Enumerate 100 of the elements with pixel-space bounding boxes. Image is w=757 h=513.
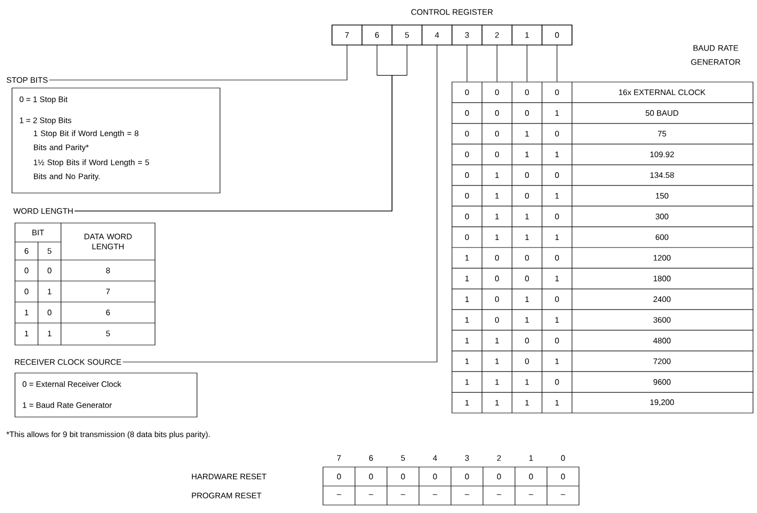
cell-value: 0 — [555, 338, 559, 344]
bit-cell: 4 — [422, 24, 452, 46]
cell-value: 1 — [525, 214, 529, 220]
connector-line — [556, 45, 558, 82]
cell-value: 1 — [555, 317, 559, 323]
cell-value: 1 — [495, 358, 499, 364]
cell-value: 150 — [656, 192, 668, 199]
cell-value: 1 — [525, 400, 529, 406]
column-header: 6 — [24, 248, 28, 254]
option-text: 0 = 1 Stop Bit — [20, 96, 68, 104]
connector-line — [496, 45, 498, 82]
bit-value: – — [496, 494, 502, 495]
option-text: 1 Stop Bit if Word Length = 8 Bits and Parity* — [34, 130, 138, 152]
cell-value: 600 — [656, 234, 668, 240]
cell-value: 1 — [465, 317, 469, 323]
bit-cell: 5 — [392, 24, 422, 46]
cell-value: 0 — [525, 110, 529, 116]
cell-value: 1 — [495, 172, 499, 178]
heading: STOP BITS — [6, 77, 48, 83]
cell-value: 1 — [465, 358, 469, 364]
cell-value: 1 — [555, 234, 559, 240]
cell-value: 0 — [465, 89, 469, 96]
option-text: 0 = External Receiver Clock — [22, 381, 122, 387]
cell-value: 1 — [465, 276, 469, 282]
column-header: BIT — [32, 230, 44, 236]
bit-cell: 1 — [512, 24, 542, 46]
bit-value: 0 — [433, 474, 437, 480]
bit-number: 2 — [497, 455, 501, 461]
bit-number: 5 — [401, 455, 405, 461]
cell-value: 109.92 — [650, 152, 674, 158]
cell-value: 16x EXTERNAL CLOCK — [619, 89, 706, 96]
cell-value: 1 — [48, 288, 52, 294]
cell-value: 0 — [465, 152, 469, 158]
bit-value: 0 — [465, 474, 469, 480]
cell-value: 0 — [465, 172, 469, 178]
bit-value: 0 — [561, 474, 565, 480]
bit-value: – — [528, 494, 534, 495]
cell-value: 0 — [495, 89, 499, 96]
bit-number: 0 — [561, 455, 565, 461]
cell-value: 8 — [106, 268, 110, 274]
cell-value: 1 — [495, 234, 499, 240]
cell-value: 0 — [465, 214, 469, 220]
cell-value: 1 — [465, 379, 469, 385]
bit-value: – — [336, 494, 342, 495]
bit-number: 4 — [432, 455, 437, 461]
cell-value: 0 — [495, 296, 499, 302]
option-text: 1 = 2 Stop Bits — [20, 117, 72, 125]
cell-value: 1 — [495, 338, 499, 344]
cell-value: 1 — [525, 296, 529, 302]
cell-value: 0 — [555, 296, 559, 302]
cell-value: 7 — [106, 288, 110, 294]
cell-value: 0 — [525, 172, 529, 178]
cell-value: 0 — [555, 254, 559, 261]
cell-value: 5 — [106, 330, 110, 336]
cell-value: 1 — [465, 296, 469, 302]
cell-value: 1 — [525, 317, 529, 323]
cell-value: 1 — [465, 400, 469, 406]
bit-number: 1 — [529, 455, 533, 461]
bit-value: 0 — [401, 474, 405, 480]
cell-value: 1 — [495, 400, 499, 406]
bit-value: – — [400, 494, 406, 495]
bit-value: – — [464, 494, 470, 495]
bit-value: – — [368, 494, 374, 495]
cell-value: 7200 — [654, 358, 671, 364]
heading: WORD LENGTH — [13, 208, 73, 214]
cell-value: 0 — [525, 192, 529, 199]
bit-cell: 0 — [542, 24, 572, 46]
cell-value: 0 — [495, 276, 499, 282]
column-header: 5 — [48, 248, 52, 254]
bit-number: 3 — [465, 455, 469, 461]
bit-cell: 3 — [452, 24, 482, 46]
cell-value: 0 — [555, 379, 559, 385]
cell-value: 0 — [24, 288, 28, 294]
cell-value: 0 — [24, 268, 28, 274]
row-label: HARDWARE RESET — [192, 474, 266, 480]
cell-value: 1 — [465, 338, 469, 344]
cell-value: 1 — [525, 234, 529, 240]
cell-value: 0 — [555, 89, 559, 96]
cell-value: 0 — [48, 310, 52, 316]
cell-value: 1 — [495, 214, 499, 220]
cell-value: 0 — [495, 152, 499, 158]
cell-value: 0 — [555, 130, 559, 137]
cell-value: 134.58 — [650, 172, 674, 178]
cell-value: 1200 — [654, 254, 671, 261]
bit-value: 0 — [369, 474, 373, 480]
cell-value: 1 — [555, 152, 559, 158]
bit-cell: 2 — [482, 24, 512, 46]
cell-value: 50 BAUD — [646, 110, 678, 116]
cell-value: 75 — [658, 130, 666, 136]
cell-value: 0 — [495, 254, 499, 261]
cell-value: 0 — [495, 110, 499, 116]
cell-value: 0 — [525, 254, 529, 261]
bit-number: 6 — [369, 455, 373, 461]
cell-value: 1 — [48, 330, 52, 336]
bit-number: 7 — [337, 455, 341, 461]
cell-value: 0 — [525, 89, 529, 96]
cell-value: 1 — [24, 310, 28, 316]
cell-value: 1 — [555, 110, 559, 116]
cell-value: 4800 — [653, 338, 671, 344]
cell-value: 1 — [495, 379, 499, 385]
